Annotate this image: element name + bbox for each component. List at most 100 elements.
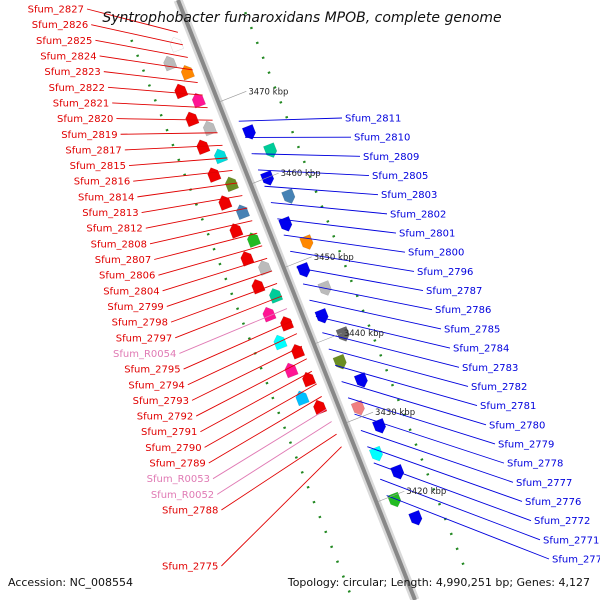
gene-arrow-reverse[interactable] — [301, 370, 316, 387]
right-gene-label[interactable]: Sfum_2802 — [390, 209, 446, 220]
right-gene-label[interactable]: Sfum_2810 — [354, 133, 410, 144]
left-gene-label[interactable]: Sfum_R0053 — [147, 474, 210, 485]
right-gene-label[interactable]: Sfum_2803 — [381, 190, 437, 201]
right-gene-label[interactable]: Sfum_2772 — [534, 516, 590, 527]
right-gene-label[interactable]: Sfum_2781 — [480, 401, 536, 412]
right-gene-label[interactable]: Sfum_2785 — [444, 324, 500, 335]
gene-arrow-reverse[interactable] — [179, 63, 194, 80]
gene-arrow-reverse[interactable] — [245, 231, 260, 248]
left-gene-label[interactable]: Sfum_2804 — [103, 286, 159, 297]
gene-arrow-reverse[interactable] — [190, 91, 205, 108]
left-gene-label[interactable]: Sfum_2819 — [61, 130, 117, 141]
right-gene-label[interactable]: Sfum_2777 — [516, 478, 572, 489]
right-gene-label[interactable]: Sfum_2780 — [489, 420, 545, 431]
right-leader-line — [303, 284, 432, 310]
left-gene-label[interactable]: Sfum_2815 — [70, 161, 126, 172]
right-gene-label[interactable]: Sfum_2811 — [345, 114, 401, 125]
gene-arrow-forward[interactable] — [354, 372, 369, 389]
left-gene-label[interactable]: Sfum_2824 — [40, 51, 96, 62]
left-leader-line — [213, 409, 327, 479]
left-gene-label[interactable]: Sfum_2823 — [44, 67, 100, 78]
right-gene-label[interactable]: Sfum_2796 — [417, 267, 473, 278]
left-gene-label[interactable]: Sfum_2821 — [53, 98, 109, 109]
gene-arrow-forward[interactable] — [300, 234, 315, 251]
left-gene-label[interactable]: Sfum_2806 — [99, 271, 155, 282]
right-gene-label[interactable]: Sfum_2805 — [372, 171, 428, 182]
gene-arrow-forward[interactable] — [390, 464, 405, 481]
left-gene-label[interactable]: Sfum_2788 — [162, 506, 218, 517]
left-gene-label[interactable]: Sfum_2799 — [107, 302, 163, 313]
left-leader-line — [116, 119, 212, 121]
gene-arrow-reverse[interactable] — [184, 110, 199, 127]
left-gene-label[interactable]: Sfum_2807 — [95, 255, 151, 266]
scale-label: 3420 kbp — [406, 487, 446, 497]
left-leader-line — [171, 283, 277, 322]
right-gene-label[interactable]: Sfum_2809 — [363, 152, 419, 163]
scale-label: 3430 kbp — [375, 408, 415, 418]
gene-arrow-forward[interactable] — [297, 262, 312, 279]
scale-label: 3440 kbp — [344, 329, 384, 339]
right-gene-label[interactable]: Sfum_2782 — [471, 382, 527, 393]
left-gene-label[interactable]: Sfum_2827 — [28, 5, 84, 16]
gene-arrow-reverse[interactable] — [250, 277, 265, 294]
left-gene-label[interactable]: Sfum_2794 — [128, 380, 184, 391]
gene-arrow-reverse[interactable] — [228, 221, 243, 238]
left-gene-label[interactable]: Sfum_2793 — [133, 396, 189, 407]
left-gene-label[interactable]: Sfum_R0052 — [151, 490, 214, 501]
right-gene-label[interactable]: Sfum_2800 — [408, 248, 464, 259]
gene-arrow-reverse[interactable] — [294, 389, 309, 406]
left-gene-label[interactable]: Sfum_2795 — [124, 365, 180, 376]
gene-arrow-reverse[interactable] — [201, 119, 216, 136]
right-gene-label[interactable]: Sfum_2801 — [399, 229, 455, 240]
left-gene-label[interactable]: Sfum_2798 — [112, 318, 168, 329]
gene-arrow-forward[interactable] — [263, 143, 278, 160]
gene-arrow-reverse[interactable] — [168, 35, 183, 52]
left-gene-label[interactable]: Sfum_R0054 — [113, 349, 176, 360]
gene-arrow-forward[interactable] — [281, 189, 296, 206]
gene-arrow-reverse[interactable] — [278, 314, 293, 331]
right-gene-label[interactable]: Sfum_2771 — [543, 535, 599, 546]
right-gene-label[interactable]: Sfum_2784 — [453, 344, 509, 355]
left-gene-label[interactable]: Sfum_2790 — [145, 443, 201, 454]
left-gene-label[interactable]: Sfum_2791 — [141, 427, 197, 438]
gene-arrow-forward[interactable] — [260, 170, 275, 187]
right-gene-label[interactable]: Sfum_2770 — [552, 555, 600, 566]
left-gene-label[interactable]: Sfum_2792 — [137, 412, 193, 423]
left-gene-label[interactable]: Sfum_2820 — [57, 114, 113, 125]
left-gene-label[interactable]: Sfum_2797 — [116, 333, 172, 344]
left-leader-line — [108, 87, 203, 95]
gene-arrow-reverse[interactable] — [234, 203, 249, 220]
gene-arrow-reverse[interactable] — [212, 147, 227, 164]
left-leader-line — [209, 396, 322, 463]
left-gene-label[interactable]: Sfum_2813 — [82, 208, 138, 219]
right-gene-label[interactable]: Sfum_2778 — [507, 459, 563, 470]
left-gene-label[interactable]: Sfum_2775 — [162, 562, 218, 573]
left-gene-label[interactable]: Sfum_2825 — [36, 36, 92, 47]
left-gene-label[interactable]: Sfum_2814 — [78, 192, 134, 203]
gene-arrow-reverse[interactable] — [206, 166, 221, 183]
left-gene-label[interactable]: Sfum_2817 — [65, 145, 121, 156]
left-gene-label[interactable]: Sfum_2812 — [86, 224, 142, 235]
gene-arrow-forward[interactable] — [242, 124, 257, 141]
left-gene-label[interactable]: Sfum_2816 — [74, 177, 130, 188]
right-gene-label[interactable]: Sfum_2787 — [426, 286, 482, 297]
left-gene-label[interactable]: Sfum_2822 — [49, 83, 105, 94]
gene-arrow-reverse[interactable] — [217, 194, 232, 211]
left-gene-label[interactable]: Sfum_2789 — [149, 459, 205, 470]
gene-labels[interactable]: Sfum_2827Sfum_2826Sfum_2825Sfum_2824Sfum… — [28, 5, 600, 573]
right-gene-label[interactable]: Sfum_2783 — [462, 363, 518, 374]
right-leader-line — [335, 365, 477, 405]
right-gene-label[interactable]: Sfum_2786 — [435, 305, 491, 316]
right-gene-label[interactable]: Sfum_2779 — [498, 439, 554, 450]
left-gene-label[interactable]: Sfum_2808 — [91, 239, 147, 250]
left-leader-line — [217, 422, 331, 495]
right-gene-label[interactable]: Sfum_2776 — [525, 497, 581, 508]
left-gene-label[interactable]: Sfum_2826 — [32, 20, 88, 31]
left-leader-line — [129, 158, 227, 166]
gene-arrow-forward[interactable] — [409, 510, 424, 527]
gene-arrow-forward[interactable] — [318, 280, 333, 297]
gene-arrow-reverse[interactable] — [162, 54, 177, 71]
gene-arrow-reverse[interactable] — [173, 82, 188, 99]
